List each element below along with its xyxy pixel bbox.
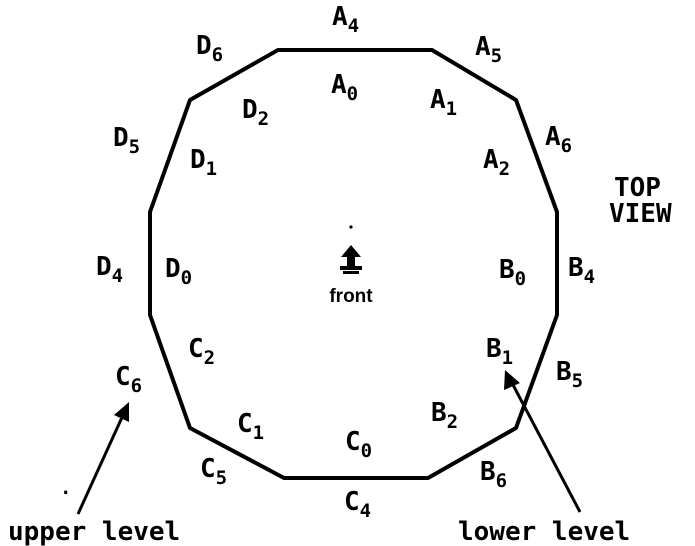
label-C5: C5: [200, 454, 227, 489]
label-C0: C0: [345, 427, 372, 462]
label-D4: D4: [96, 252, 123, 287]
label-D0: D0: [165, 254, 192, 289]
view-title-line1: TOP: [614, 173, 661, 203]
label-D2: D2: [242, 95, 269, 130]
label-A1: A1: [430, 85, 457, 120]
stray-dot: .: [60, 477, 71, 499]
label-B6: B6: [480, 457, 507, 492]
label-B2: B2: [431, 398, 458, 433]
label-B0: B0: [499, 255, 526, 290]
label-A6: A6: [545, 122, 572, 157]
upper-level-label: upper level: [8, 517, 180, 546]
label-C4: C4: [344, 487, 371, 522]
label-C2: C2: [188, 334, 215, 369]
label-B4: B4: [568, 253, 595, 288]
label-A5: A5: [475, 32, 502, 67]
label-B1: B1: [486, 334, 513, 369]
label-A4: A4: [332, 2, 359, 37]
upper-level-arrow: [76, 402, 129, 515]
label-A2: A2: [483, 145, 510, 180]
lower-level-arrow: [504, 370, 582, 513]
label-A0: A0: [331, 70, 358, 105]
front-label: front: [329, 286, 373, 307]
lower-level-label: lower level: [458, 517, 630, 546]
dodecagon-outline: [148, 48, 559, 480]
label-B5: B5: [556, 357, 583, 392]
label-D1: D1: [190, 145, 217, 180]
label-D5: D5: [113, 123, 140, 158]
front-arrow-icon: [340, 245, 362, 274]
center-dot: [349, 225, 353, 229]
label-C6: C6: [115, 362, 142, 397]
label-D6: D6: [196, 31, 223, 66]
view-title-line2: VIEW: [609, 199, 672, 229]
label-C1: C1: [237, 409, 264, 444]
